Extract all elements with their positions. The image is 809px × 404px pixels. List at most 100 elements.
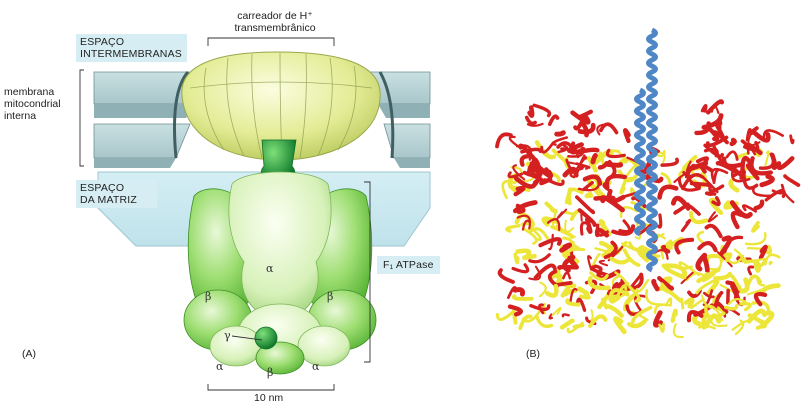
ribbon-strand <box>563 273 570 279</box>
panel-a-diagram <box>80 38 430 390</box>
ribbon-strand <box>772 155 775 168</box>
ribbon-strand <box>753 187 770 196</box>
ribbon-strand <box>673 198 688 208</box>
ribbon-strand <box>731 181 737 190</box>
ribbon-strand <box>515 290 523 295</box>
ribbon-strand <box>660 187 677 198</box>
ribbon-strand <box>707 226 721 237</box>
ribbon-strand <box>581 223 585 234</box>
panel-a-tag: (A) <box>22 348 36 360</box>
ribbon-strand <box>673 311 676 321</box>
ribbon-strand <box>596 198 614 200</box>
ribbon-strand <box>785 176 798 185</box>
f1-head <box>184 172 376 374</box>
ribbon-strand <box>791 136 793 143</box>
ribbon-strand <box>507 226 519 231</box>
membrane-label: membrana mitocondrial interna <box>4 86 61 122</box>
ribbon-strand <box>710 186 723 191</box>
alpha-bottom-right-label: α <box>312 360 319 373</box>
ribbon-strand <box>564 212 574 214</box>
ribbon-strand <box>608 306 621 315</box>
ribbon-strand <box>754 132 769 140</box>
ribbon-strand <box>674 324 683 337</box>
ribbon-strand <box>708 101 722 112</box>
ribbon-strand <box>541 179 550 183</box>
ribbon-strand <box>756 202 762 209</box>
ribbon-strand <box>562 321 572 328</box>
ribbon-strand <box>735 250 741 257</box>
scale-bar-label: 10 nm <box>254 392 283 404</box>
alpha-center-label: α <box>266 262 273 275</box>
ribbon-strand <box>510 137 519 147</box>
ribbon-strand <box>753 223 758 231</box>
ribbon-strand <box>565 221 573 232</box>
ribbon-strand <box>711 257 721 269</box>
ribbon-strand <box>530 108 533 116</box>
gamma-label: γ <box>224 329 231 342</box>
beta-left-label: β <box>205 290 211 303</box>
ribbon-strand <box>587 220 590 232</box>
intermembrane-space-label: ESPAÇO INTERMEMBRANAS <box>76 34 187 62</box>
ribbon-strand <box>557 133 564 134</box>
ribbon-strand <box>703 106 706 111</box>
ribbon-strand <box>779 158 793 167</box>
ribbon-strand <box>707 193 715 194</box>
ribbon-strand <box>550 315 552 319</box>
gamma-subunit <box>255 327 277 349</box>
ribbon-strand <box>625 130 629 141</box>
ribbon-strand <box>563 314 569 316</box>
ribbon-strand <box>746 233 765 244</box>
ribbon-strand <box>608 165 621 166</box>
beta-right-label: β <box>327 290 333 303</box>
ribbon-strand <box>524 256 534 258</box>
ribbon-strand <box>714 170 718 182</box>
ribbon-strand <box>732 140 735 144</box>
ribbon-strand <box>557 210 566 219</box>
ribbon-strand <box>515 254 517 262</box>
ribbon-strand <box>692 184 711 186</box>
ribbon-strand <box>727 152 737 160</box>
ribbon-strand <box>654 281 658 289</box>
ribbon-strand <box>562 245 570 250</box>
ribbon-strand <box>542 143 553 152</box>
ribbon-strand <box>646 290 661 304</box>
ribbon-strand <box>699 243 715 250</box>
ribbon-strand <box>761 247 766 258</box>
ribbon-strand <box>701 166 711 172</box>
ribbon-strand <box>762 177 773 185</box>
ribbon-structure <box>497 30 798 337</box>
ribbon-strand <box>709 212 717 221</box>
ribbon-strand <box>770 262 772 264</box>
ribbon-strand <box>686 299 692 306</box>
ribbon-helix <box>649 30 656 270</box>
ribbon-strand <box>676 240 692 253</box>
ribbon-strand <box>621 182 625 193</box>
ribbon-strand <box>682 221 689 231</box>
ribbon-strand <box>534 105 549 115</box>
ribbon-strand <box>783 187 793 202</box>
ribbon-strand <box>749 267 753 274</box>
ribbon-strand <box>514 296 532 299</box>
ribbon-strand <box>600 261 607 266</box>
ribbon-strand <box>616 319 625 332</box>
ribbon-strand <box>601 124 617 132</box>
ribbon-strand <box>620 221 630 232</box>
ribbon-strand <box>500 270 513 282</box>
ribbon-strand <box>516 188 524 194</box>
ribbon-strand <box>553 308 561 315</box>
ribbon-strand <box>593 156 596 162</box>
ribbon-strand <box>682 299 683 308</box>
ribbon-strand <box>705 258 708 271</box>
ribbon-strand <box>581 293 589 298</box>
ribbon-strand <box>550 116 558 124</box>
ribbon-strand <box>580 112 591 117</box>
panel-b-tag: (B) <box>526 348 540 360</box>
ribbon-strand <box>659 215 661 227</box>
ribbon-strand <box>541 239 561 245</box>
ribbon-strand <box>593 254 599 265</box>
ribbon-strand <box>513 265 528 272</box>
ribbon-strand <box>547 204 554 211</box>
carrier-label: carreador de H⁺ transmembrânico <box>222 10 328 34</box>
f1-atpase-label: F₁ ATPase <box>377 256 440 274</box>
ribbon-strand <box>726 306 737 309</box>
